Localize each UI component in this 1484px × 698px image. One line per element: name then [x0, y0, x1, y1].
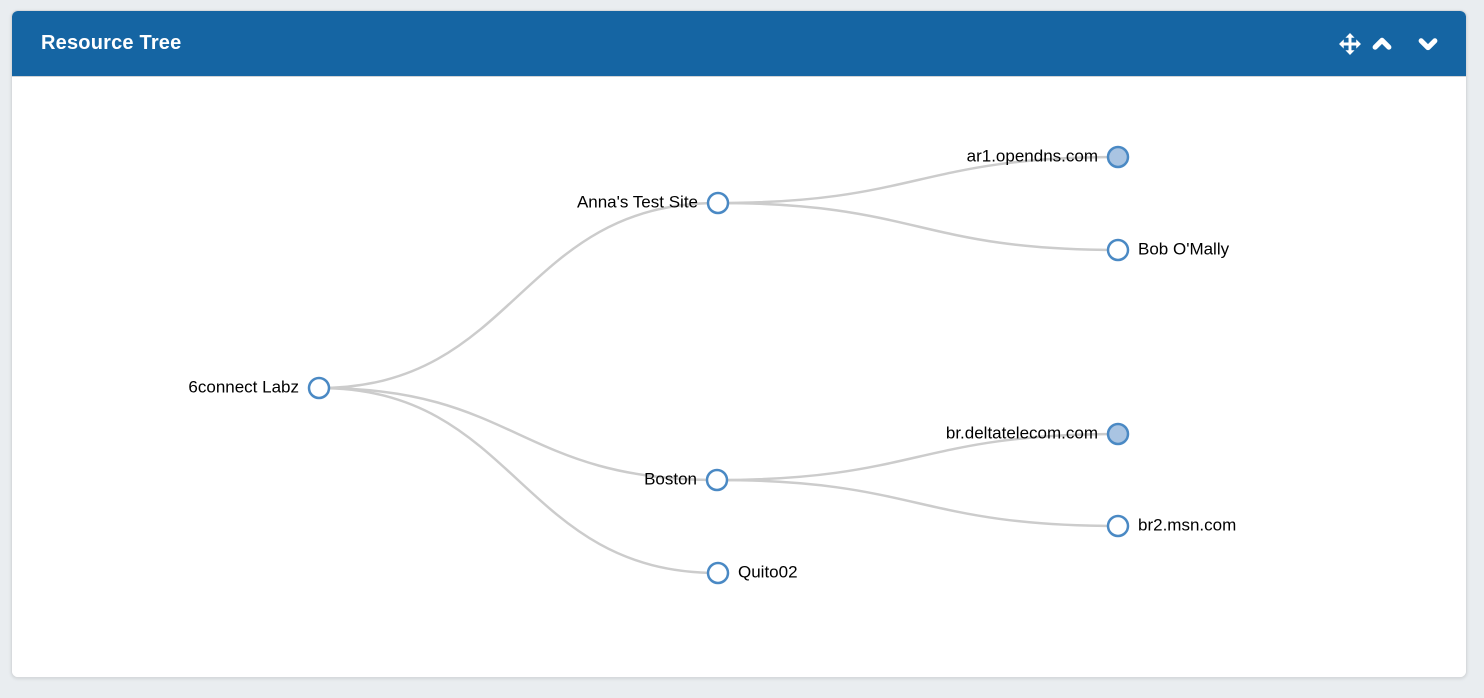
panel-title: Resource Tree: [41, 32, 182, 54]
chevron-up-icon[interactable]: [1370, 32, 1394, 56]
tree-node-circle-delta[interactable]: [1106, 422, 1130, 446]
tree-node-label-delta[interactable]: br.deltatelecom.com: [945, 423, 1098, 443]
tree-link: [717, 201, 1119, 252]
tree-node-circle-br2[interactable]: [1106, 514, 1130, 538]
tree-link: [716, 432, 1119, 482]
tree-svg: [307, 145, 1130, 585]
tree-link: [318, 386, 718, 482]
tree-node-label-br2[interactable]: br2.msn.com: [1138, 515, 1237, 535]
resource-tree-panel: Resource Tree 6connect Labz Anna's Test S…: [11, 10, 1467, 678]
panel-header-actions: [1338, 32, 1440, 56]
tree-link: [716, 478, 1119, 528]
tree-link: [318, 386, 719, 575]
panel-header: Resource Tree: [12, 11, 1466, 77]
tree-link: [318, 201, 719, 390]
tree-node-label-quito[interactable]: Quito02: [738, 562, 798, 582]
tree-labels: 6connect Labz Anna's Test Site ar1.opendns…: [12, 77, 1466, 677]
tree-node-label-ar1[interactable]: ar1.opendns.com: [966, 146, 1098, 166]
tree-canvas[interactable]: 6connect Labz Anna's Test Site ar1.opendns…: [12, 77, 1466, 677]
tree-node-label-root[interactable]: 6connect Labz: [188, 377, 299, 397]
tree-node-circle-anna[interactable]: [706, 191, 730, 215]
tree-node-label-boston[interactable]: Boston: [644, 469, 697, 489]
move-icon[interactable]: [1338, 32, 1362, 56]
tree-node-circle-boston[interactable]: [705, 468, 729, 492]
tree-node-circle-ar1[interactable]: [1106, 145, 1130, 169]
tree-node-label-bob[interactable]: Bob O'Mally: [1138, 239, 1230, 259]
tree-node-circle-quito[interactable]: [706, 561, 730, 585]
chevron-down-icon[interactable]: [1416, 32, 1440, 56]
tree-link: [717, 155, 1119, 205]
tree-node-circle-root[interactable]: [307, 376, 331, 400]
tree-node-label-anna[interactable]: Anna's Test Site: [576, 192, 698, 212]
tree-node-circle-bob[interactable]: [1106, 238, 1130, 262]
